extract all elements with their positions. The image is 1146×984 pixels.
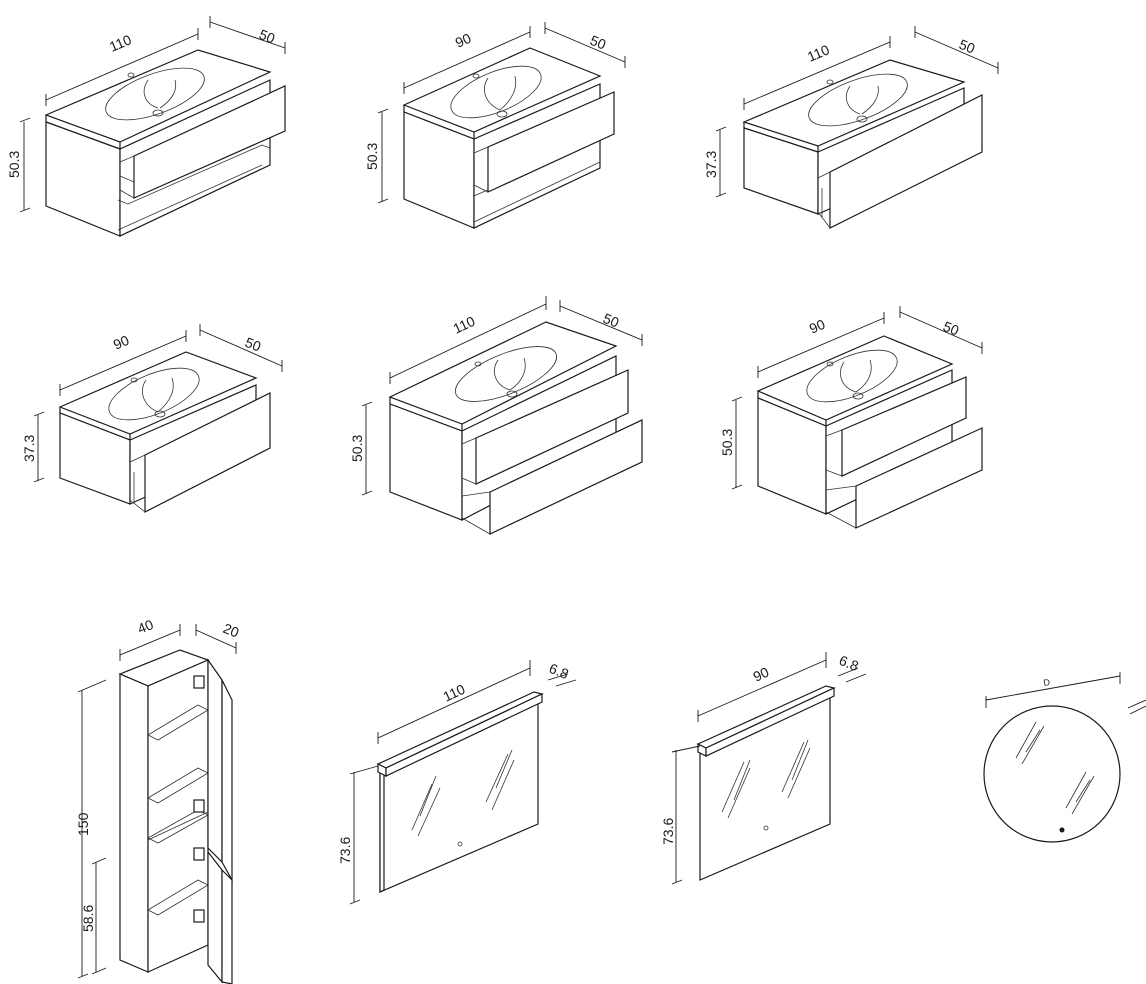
- dimension-line: [403, 31, 531, 89]
- dimension-line: [59, 335, 187, 391]
- dimension-line: [544, 27, 626, 63]
- mirror2-depth-label: 6.8: [837, 652, 861, 674]
- vanity1-depth-label: 50: [257, 26, 278, 47]
- vanity1-width-label: 110: [107, 31, 134, 55]
- dimension-line: [377, 667, 531, 739]
- mirror1-height-label: 73.6: [337, 837, 353, 864]
- vanity1-height-label: 50.3: [6, 151, 22, 178]
- round-mirror-diameter-label: D: [1043, 677, 1052, 688]
- vanity5-height-label: 50.3: [349, 435, 365, 462]
- round-mirror: D: [983, 672, 1146, 843]
- dimension-line: [45, 33, 199, 101]
- vanity6-height-label: 50.3: [719, 429, 735, 456]
- vanity-110-single-drawer: 110 50 37.3: [703, 26, 999, 229]
- vanity2-height-label: 50.3: [364, 143, 380, 170]
- dimension-line: [195, 629, 237, 649]
- dimension-line: [199, 329, 283, 367]
- mirror-90: 90 6.8 73.6: [660, 652, 867, 885]
- tall-cabinet-width-label: 40: [135, 616, 156, 637]
- mirror1-depth-label: 6.8: [547, 660, 571, 682]
- tall-cabinet-height-label: 150: [75, 812, 91, 836]
- tall-cabinet: 40 20 150 58.6: [75, 616, 242, 984]
- vanity-110-two-drawers: 110 50 50.3: [349, 296, 643, 535]
- mirror1-width-label: 110: [441, 681, 468, 705]
- vanity5-depth-label: 50: [601, 310, 622, 331]
- vanity-90-single-drawer: 90 50 37.3: [21, 324, 283, 513]
- vanity2-width-label: 90: [453, 30, 474, 51]
- vanity6-width-label: 90: [807, 316, 828, 337]
- tall-cabinet-lower-height-label: 58.6: [80, 905, 96, 932]
- dimension-line: [697, 659, 827, 717]
- dimension-line: [389, 303, 547, 379]
- vanity3-depth-label: 50: [957, 36, 978, 57]
- dimension-line: [985, 675, 1121, 701]
- dimension-line: [914, 31, 999, 69]
- dimension-line: [899, 311, 983, 349]
- dimension-line: [547, 673, 569, 681]
- dimension-line: [837, 667, 859, 677]
- vanity4-depth-label: 50: [243, 334, 264, 355]
- mirror-110: 110 6.8 73.6: [337, 660, 577, 905]
- vanity6-depth-label: 50: [941, 318, 962, 339]
- mirror2-width-label: 90: [751, 664, 772, 685]
- vanity-90-two-drawers: 90 50 50.3: [719, 306, 983, 529]
- vanity4-height-label: 37.3: [21, 435, 37, 462]
- tall-cabinet-depth-label: 20: [221, 620, 242, 641]
- dimension-line: [757, 317, 885, 373]
- mirror2-height-label: 73.6: [660, 818, 676, 845]
- vanity-110-drawer-shelf: 110 50 50.3: [6, 16, 286, 237]
- dimension-line: [119, 629, 181, 656]
- vanity4-width-label: 90: [111, 332, 132, 353]
- vanity3-height-label: 37.3: [703, 151, 719, 178]
- dimension-line: [559, 305, 643, 341]
- vanity2-depth-label: 50: [588, 32, 609, 53]
- vanity-90-drawer-shelf: 90 50 50.3: [364, 22, 626, 229]
- vanity5-width-label: 110: [451, 313, 478, 337]
- vanity3-width-label: 110: [805, 41, 832, 65]
- dimension-line: [743, 41, 891, 105]
- dimension-line: [209, 21, 286, 49]
